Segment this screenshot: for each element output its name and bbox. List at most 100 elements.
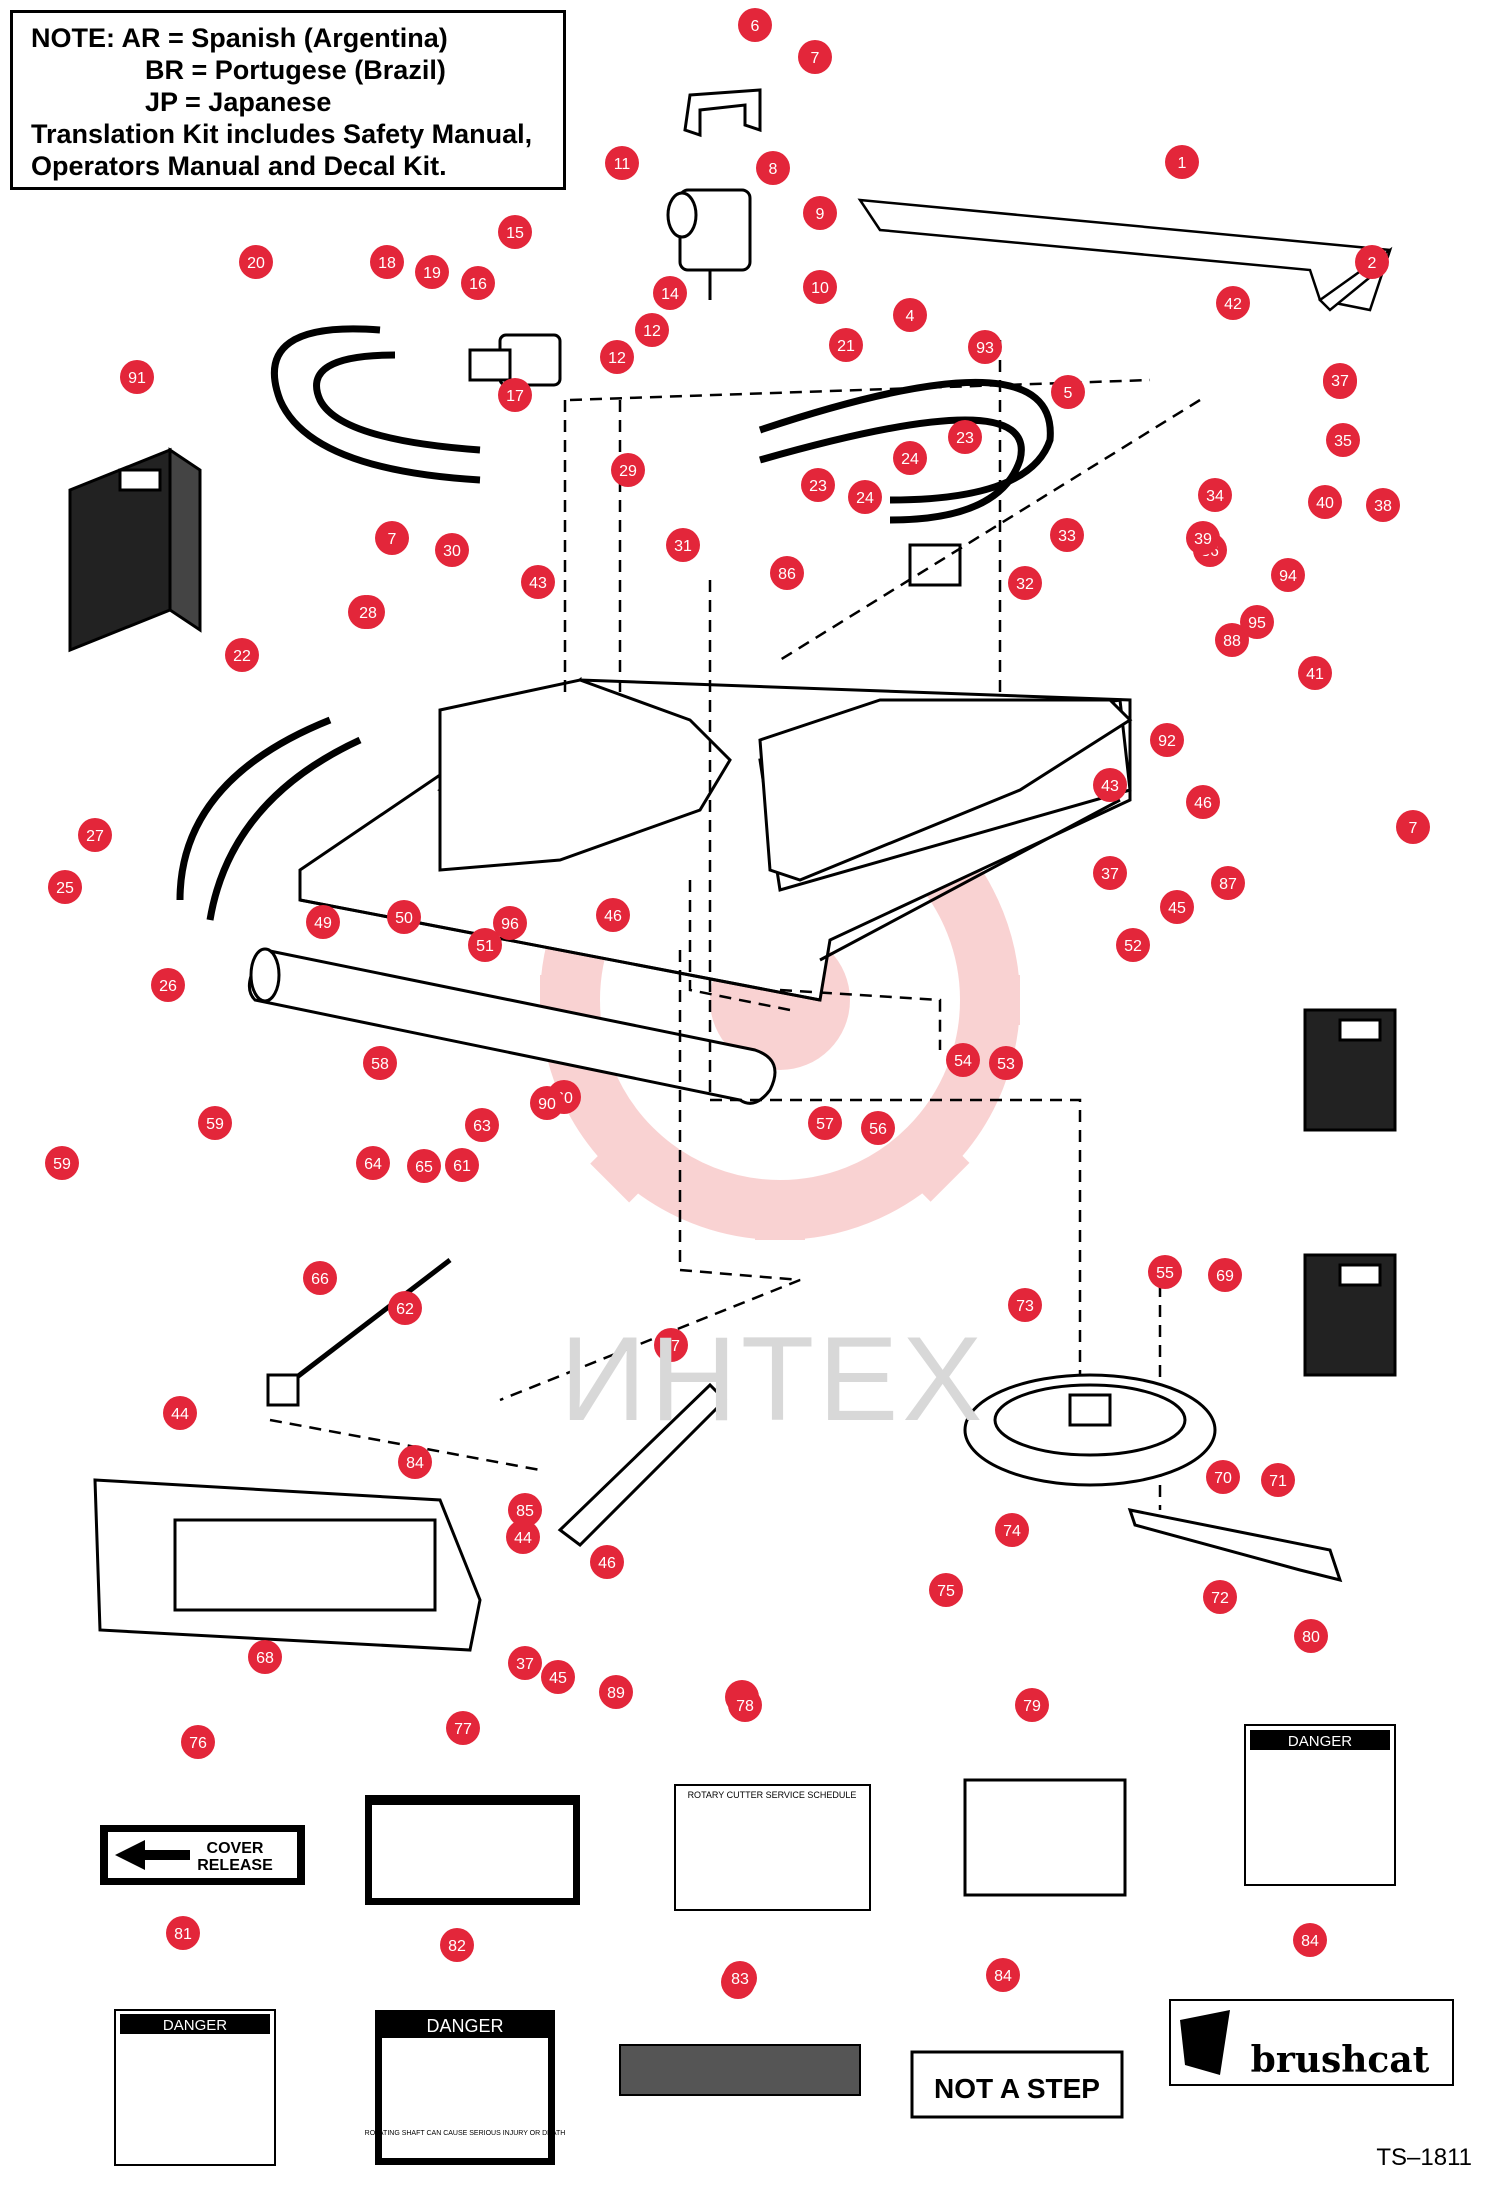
callout-number: 76 xyxy=(189,1735,207,1752)
callout-circle xyxy=(166,1916,200,1950)
callout-71: 71 xyxy=(1261,1463,1295,1497)
callout-number: 50 xyxy=(395,910,413,927)
callout-number: 45 xyxy=(549,1670,567,1687)
callout-number: 89 xyxy=(607,1685,625,1702)
decal-75-schedule: ROTARY CUTTER SERVICE SCHEDULE xyxy=(674,1784,871,1911)
callout-circle xyxy=(803,270,837,304)
hydraulic-motor xyxy=(468,333,562,387)
callout-76: 76 xyxy=(181,1725,215,1759)
callout-number: 6 xyxy=(751,18,760,35)
note-line-4: Translation Kit includes Safety Manual, xyxy=(31,119,533,149)
callout-45: 45 xyxy=(541,1660,575,1694)
callout-number: 85 xyxy=(516,1503,534,1520)
callout-25: 25 xyxy=(48,870,82,904)
callout-88: 88 xyxy=(1215,623,1249,657)
callout-15: 15 xyxy=(498,215,532,249)
callout-number: 44 xyxy=(171,1406,189,1423)
callout-circle xyxy=(120,360,154,394)
callout-circle xyxy=(446,1711,480,1745)
note-line-3: JP = Japanese xyxy=(145,87,332,117)
callout-number: 81 xyxy=(174,1926,192,1943)
callout-number: 69 xyxy=(1216,1268,1234,1285)
callout-57: 57 xyxy=(808,1106,842,1140)
callout-number: 68 xyxy=(256,1650,274,1667)
callout-number: 4 xyxy=(906,308,915,325)
callout-number: 72 xyxy=(1211,1590,1229,1607)
decal-78-danger: DANGER xyxy=(114,2009,276,2166)
callout-circle xyxy=(590,1545,624,1579)
manual-box-95 xyxy=(1303,1008,1397,1132)
callout-80: 80 xyxy=(1294,1619,1328,1653)
callout-66: 66 xyxy=(303,1261,337,1295)
callout-30: 30 xyxy=(435,533,469,567)
callout-circle xyxy=(508,1493,542,1527)
callout-circle xyxy=(1093,856,1127,890)
callout-39: 39 xyxy=(1186,521,1220,555)
note-line-1: NOTE: AR = Spanish (Argentina) xyxy=(31,23,448,53)
callout-96: 96 xyxy=(493,906,527,940)
callout-number: 93 xyxy=(976,340,994,357)
note-line-2: BR = Portugese (Brazil) xyxy=(145,55,446,85)
callout-circle xyxy=(798,40,832,74)
callout-37: 37 xyxy=(1323,363,1357,397)
callout-number: 49 xyxy=(314,915,332,932)
callout-2: 2 xyxy=(1355,245,1389,279)
callout-95: 95 xyxy=(1240,605,1274,639)
callout-26: 26 xyxy=(151,968,185,1002)
callout-29: 29 xyxy=(611,453,645,487)
callout-73: 73 xyxy=(1008,1288,1042,1322)
callout-number: 84 xyxy=(1301,1933,1319,1950)
callout-circle xyxy=(1355,245,1389,279)
slider-bar xyxy=(557,1382,728,1547)
dashed-leader-lines xyxy=(269,340,1201,1510)
callout-number: 62 xyxy=(396,1301,414,1318)
callout-number: 88 xyxy=(1223,633,1241,650)
callout-number: 53 xyxy=(997,1056,1015,1073)
callout-35: 35 xyxy=(1326,423,1360,457)
callout-number: 16 xyxy=(469,276,487,293)
callout-circle xyxy=(407,1149,441,1183)
decal-81-brand: brushcat xyxy=(1169,1999,1454,2086)
callout-number: 24 xyxy=(856,490,874,507)
callout-circle xyxy=(600,340,634,374)
valve-block xyxy=(908,543,962,587)
drawing-id: TS–1811 xyxy=(1376,2144,1472,2171)
callout-circle xyxy=(415,255,449,289)
callout-number: 20 xyxy=(247,255,265,272)
callout-number: 37 xyxy=(1331,373,1349,390)
callout-number: 35 xyxy=(1334,433,1352,450)
callout-number: 8 xyxy=(769,161,778,178)
decal-79-danger: DANGER ROTATING SHAFT CAN CAUSE SERIOUS … xyxy=(365,2010,565,2165)
callout-70: 70 xyxy=(1206,1460,1240,1494)
callout-24: 24 xyxy=(893,441,927,475)
callout-67: 67 xyxy=(654,1328,688,1362)
callout-91: 91 xyxy=(120,360,154,394)
callout-number: 51 xyxy=(476,938,494,955)
callout-number: 84 xyxy=(406,1455,424,1472)
callout-circle xyxy=(1308,485,1342,519)
callout-markers: 1234567778910111212141516171819202122232… xyxy=(45,8,1430,1999)
callout-69: 69 xyxy=(1208,1258,1242,1292)
callout-circle xyxy=(605,146,639,180)
callout-circle xyxy=(948,420,982,454)
callout-85: 85 xyxy=(508,1493,542,1527)
callout-number: 80 xyxy=(1302,1629,1320,1646)
note-line-5: Operators Manual and Decal Kit. xyxy=(31,151,447,181)
callout-33: 33 xyxy=(1050,518,1084,552)
callout-42: 42 xyxy=(1216,286,1250,320)
callout-82: 82 xyxy=(440,1928,474,1962)
callout-number: 43 xyxy=(1101,778,1119,795)
callout-number: 74 xyxy=(1003,1523,1021,1540)
callout-circle xyxy=(1116,928,1150,962)
schedule-title: ROTARY CUTTER SERVICE SCHEDULE xyxy=(688,1790,857,1800)
callout-number: 21 xyxy=(837,338,855,355)
callout-number: 67 xyxy=(662,1338,680,1355)
callout-circle xyxy=(635,313,669,347)
callout-number: 58 xyxy=(371,1056,389,1073)
callout-45: 45 xyxy=(1160,890,1194,924)
callout-number: 75 xyxy=(937,1583,955,1600)
callout-number: 79 xyxy=(1023,1698,1041,1715)
callout-number: 73 xyxy=(1016,1298,1034,1315)
callout-10: 10 xyxy=(803,270,837,304)
callout-number: 87 xyxy=(1219,876,1237,893)
